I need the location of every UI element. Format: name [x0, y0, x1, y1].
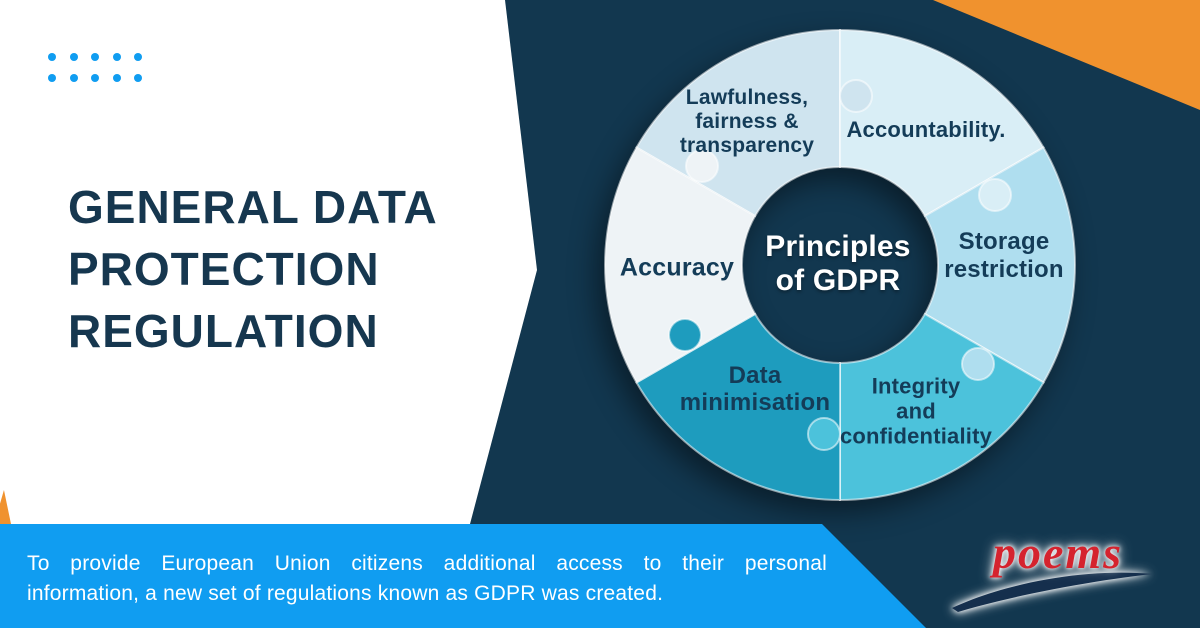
decor-dot: [112, 74, 121, 82]
decor-dot: [69, 53, 78, 61]
wheel-label-integrity-confidentiality: Integrity and confidentiality: [839, 373, 993, 449]
page-title: GENERAL DATA PROTECTION REGULATION: [68, 176, 438, 362]
wheel-label-accountability: Accountability.: [846, 117, 1006, 142]
poems-logo: poems: [948, 524, 1168, 619]
puzzle-piece-accuracy: [604, 146, 757, 384]
dot-grid-top-left: [48, 53, 142, 82]
puzzle-knob-integrity-confidentiality: [807, 417, 841, 451]
decor-dot: [134, 53, 142, 61]
puzzle-knob-storage-restriction: [961, 347, 995, 381]
puzzle-knob-accountability: [978, 178, 1012, 212]
wheel-label-data-minimisation: Data minimisation: [679, 362, 831, 416]
puzzle-piece-data-minimisation: [635, 312, 841, 502]
decor-dot: [134, 74, 142, 82]
title-line-3: REGULATION: [68, 305, 379, 357]
puzzle-knob-data-minimisation: [668, 318, 702, 352]
decor-dot: [48, 53, 56, 61]
wheel-label-accuracy: Accuracy: [619, 253, 735, 282]
puzzle-piece-storage-restriction: [923, 146, 1076, 384]
footer-caption: To provide European Union citizens addit…: [27, 549, 827, 609]
decor-dot: [48, 74, 56, 82]
wheel-center-title: Principles of GDPR: [765, 230, 911, 297]
orange-triangle-bottom-left: [0, 490, 11, 524]
footer-caption-line-1: To provide European Union citizens addit…: [27, 552, 827, 575]
decor-dot: [91, 74, 99, 82]
decor-dot: [112, 53, 121, 61]
wheel-label-storage-restriction: Storage restriction: [944, 228, 1064, 283]
title-line-1: GENERAL DATA: [68, 181, 438, 233]
footer-caption-line-2: information, a new set of regulations kn…: [27, 582, 664, 605]
puzzle-knob-lawfulness: [839, 79, 873, 113]
gdpr-principles-wheel: [604, 28, 1076, 502]
decor-dot: [69, 74, 78, 82]
wheel-label-lawfulness: Lawfulness, fairness & transparency: [679, 86, 815, 157]
puzzle-knob-accuracy: [685, 149, 719, 183]
left-panel: [0, 0, 537, 524]
footer-bar: [0, 524, 926, 628]
logo-wordmark: poems: [992, 527, 1124, 578]
logo-swoosh-icon: [952, 572, 1152, 612]
title-line-2: PROTECTION: [68, 243, 380, 295]
decor-dot: [91, 53, 99, 61]
puzzle-piece-accountability: [839, 28, 1045, 218]
